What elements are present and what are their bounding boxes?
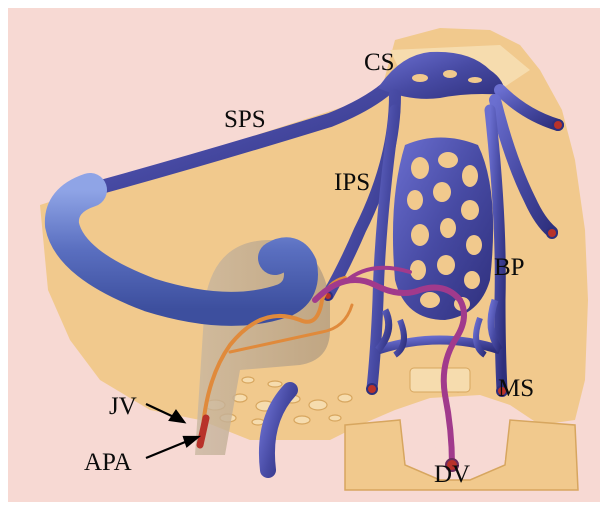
label-sps: SPS: [224, 107, 266, 132]
odontoid: [410, 368, 470, 392]
label-ips: IPS: [334, 170, 370, 195]
label-ms: MS: [498, 376, 534, 401]
label-apa: APA: [84, 450, 132, 475]
label-dv: DV: [434, 462, 470, 487]
label-jv: JV: [109, 394, 137, 419]
label-bp: BP: [494, 255, 525, 280]
label-cs: CS: [364, 50, 395, 75]
